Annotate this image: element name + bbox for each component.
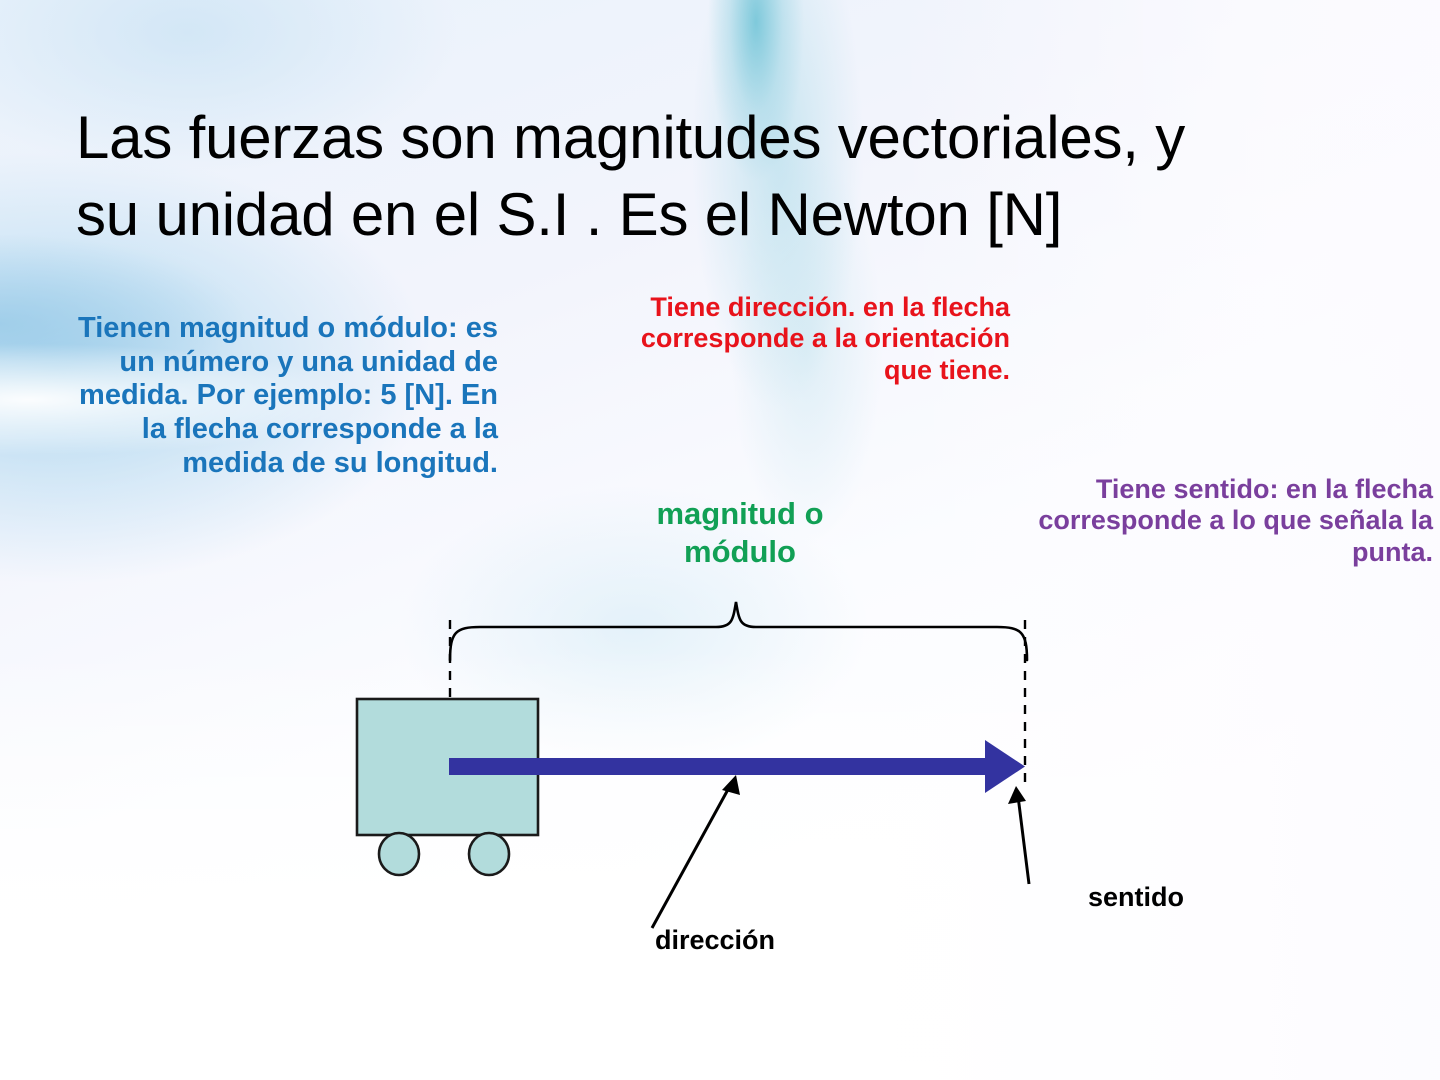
slide-title: Las fuerzas son magnitudes vectoriales, … (76, 104, 1186, 248)
pointer-line-sense (1016, 795, 1031, 885)
cart-wheel-right (467, 831, 511, 877)
callout-sense: Tiene sentido: en la flecha corresponde … (1038, 474, 1433, 567)
force-vector-arrowhead (985, 740, 1025, 793)
pointer-line-direction (650, 783, 733, 929)
pointer-label-sense: sentido (1088, 882, 1185, 912)
callout-magnitude: Tienen magnitud o módulo: es un número y… (78, 312, 498, 479)
force-vector-shaft (449, 758, 1002, 775)
pointer-arrowhead-sense (1008, 786, 1026, 804)
cart-wheel-left (377, 831, 421, 877)
pointer-arrowhead-direction (722, 775, 740, 795)
brace-label-magnitude-module: magnitud o módulo (656, 496, 824, 569)
measure-brace (448, 601, 1029, 662)
pointer-label-direction: dirección (655, 925, 776, 955)
callout-direction: Tiene dirección. en la flecha correspond… (640, 292, 1010, 385)
